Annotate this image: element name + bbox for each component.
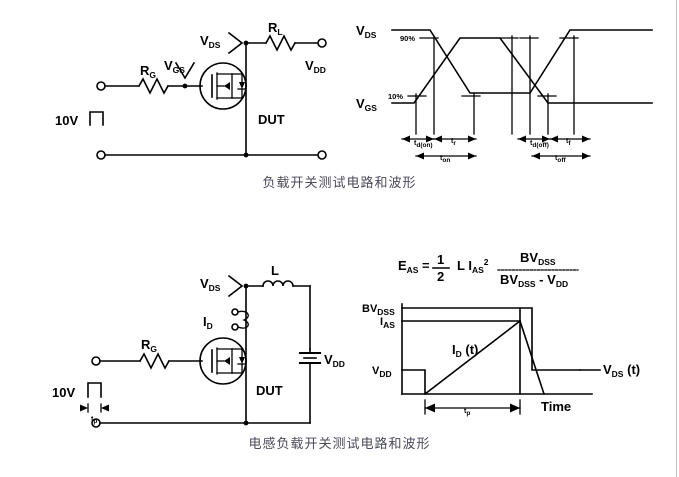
gate-resistor-symbol-2 (138, 352, 171, 370)
formula-lias: L IAS2 (457, 257, 489, 275)
pulse-source-glyph (89, 111, 104, 126)
current-probe-terminal-bottom (231, 323, 239, 331)
dim-toff-arrow-left (532, 152, 540, 160)
formula-frac-denominator: BVDSS - VDD (500, 272, 568, 289)
label-90-percent: 90% (400, 34, 415, 43)
y-label-bvdss: BVDSS (362, 303, 395, 317)
formula-equals: = (422, 258, 430, 273)
label-td-on: td(on) (414, 140, 433, 149)
vgs-axis-label: VGS (356, 96, 377, 113)
vdd-label-2: VDD (324, 352, 345, 369)
dut-label: DUT (258, 112, 285, 127)
tp-arrow-left (80, 404, 88, 412)
pulse-source-glyph-2 (87, 382, 102, 398)
dim-tr-arrow-left (434, 135, 442, 143)
y-label-ias: IAS (380, 316, 395, 330)
vds-label-2: VDS (200, 276, 221, 293)
vds-probe-marker (227, 31, 244, 55)
avalanche-energy-chart: EAS = 1 2 L IAS2 BVDSS BVDSS - VDD BVDSS… (352, 248, 679, 436)
label-ton: ton (440, 155, 450, 164)
dim-ton-arrow-left (416, 152, 424, 160)
dim-toff-arrow-right (582, 152, 590, 160)
gate-resistor-label-2: RG (141, 337, 157, 354)
gate-resistor-symbol (137, 77, 170, 95)
switching-waveform-diagram: VDS VGS 90% 10% td(on) tr ton td(off) tf… (352, 8, 679, 170)
id-current-ramp (423, 319, 546, 396)
load-resistor-symbol (264, 34, 297, 52)
ground-node-dot-2 (243, 420, 249, 426)
gate-input-terminal-2 (91, 356, 101, 366)
dim-tf-arrow-right (582, 135, 590, 143)
dim-td-on-arrow-left (402, 135, 410, 143)
pulse-width-label: tp (91, 416, 97, 425)
vdd-label: VDD (305, 58, 326, 75)
formula-eas: EAS (398, 258, 419, 275)
inductor-symbol (262, 280, 294, 287)
vds-avalanche-pulse (519, 307, 581, 395)
label-toff: toff (555, 155, 566, 164)
inductive-circuit-svg: 10V tp RG L ID VDS VDD DUT (52, 263, 345, 428)
label-10-percent: 10% (388, 92, 403, 101)
avalanche-chart-svg: EAS = 1 2 L IAS2 BVDSS BVDSS - VDD BVDSS… (362, 250, 640, 417)
vds-axis-label: VDS (356, 23, 377, 40)
vds-label: VDS (200, 33, 221, 50)
inductive-load-test-circuit: 10V tp RG L ID VDS VDD DUT (0, 245, 350, 435)
current-probe-terminal-top (231, 308, 239, 316)
mosfet-body-arrow (224, 82, 230, 90)
formula-denominator-two: 2 (437, 269, 444, 284)
tp-dimension-arrow-right (510, 403, 520, 413)
dim-td-off-arrow-right (542, 135, 550, 143)
formula-numerator-one: 1 (437, 252, 444, 267)
vgs-label: VGS (164, 58, 185, 75)
dim-td-off-arrow-left (518, 135, 526, 143)
id-curve-label: ID (t) (452, 342, 478, 359)
vds-probe-marker-2 (227, 274, 244, 298)
source-voltage-label-2: 10V (52, 385, 75, 400)
vds-curve-label: VDS (t) (603, 362, 640, 379)
dim-tf-arrow-left (550, 135, 558, 143)
resistive-load-test-circuit: 10V RG RL VGS VDS VDD DUT (0, 0, 350, 170)
source-voltage-label: 10V (55, 113, 78, 128)
vds-waveform-trace (391, 29, 653, 94)
gate-input-terminal (96, 81, 106, 91)
dut-label-2: DUT (256, 383, 283, 398)
tp-arrow-right (101, 404, 109, 412)
x-axis-time-label: Time (541, 399, 571, 414)
id-label: ID (203, 314, 213, 331)
inductor-label: L (271, 263, 279, 278)
label-tf: tf (566, 138, 571, 147)
formula-frac-numerator: BVDSS (520, 250, 556, 267)
label-tr: tr (451, 138, 456, 147)
vdd-terminal (317, 38, 327, 48)
vgs-waveform-trace (391, 37, 653, 104)
ground-node-dot (243, 152, 249, 158)
gate-node-dot (182, 83, 188, 89)
ground-right-terminal (317, 150, 327, 160)
gate-resistor-label: RG (140, 63, 156, 80)
vgs-probe-marker (174, 61, 196, 80)
body-diode-triangle (239, 82, 245, 89)
tp-label: tp (464, 408, 470, 417)
load-resistor-label: RL (268, 20, 283, 37)
caption-resistive-figure: 负载开关测试电路和波形 (262, 176, 417, 191)
dim-ton-arrow-right (468, 152, 476, 160)
dim-td-on-arrow-right (426, 135, 434, 143)
tp-dimension-arrow-left (425, 403, 435, 413)
label-td-off: td(off) (530, 140, 549, 149)
current-probe-clamp (237, 310, 249, 329)
resistive-circuit-svg: 10V RG RL VGS VDS VDD DUT (55, 20, 327, 160)
dim-tr-arrow-right (468, 135, 476, 143)
caption-inductive-figure: 电感负载开关测试电路和波形 (248, 437, 431, 452)
ground-left-terminal (96, 150, 106, 160)
page-right-rule (676, 0, 677, 477)
switching-waveform-svg: VDS VGS 90% 10% td(on) tr ton td(off) tf… (356, 23, 653, 164)
mosfet-body-arrow-2 (224, 357, 230, 365)
y-label-vdd: VDD (372, 365, 392, 379)
vdd-pedestal (401, 369, 426, 395)
body-diode-triangle-2 (239, 357, 245, 364)
